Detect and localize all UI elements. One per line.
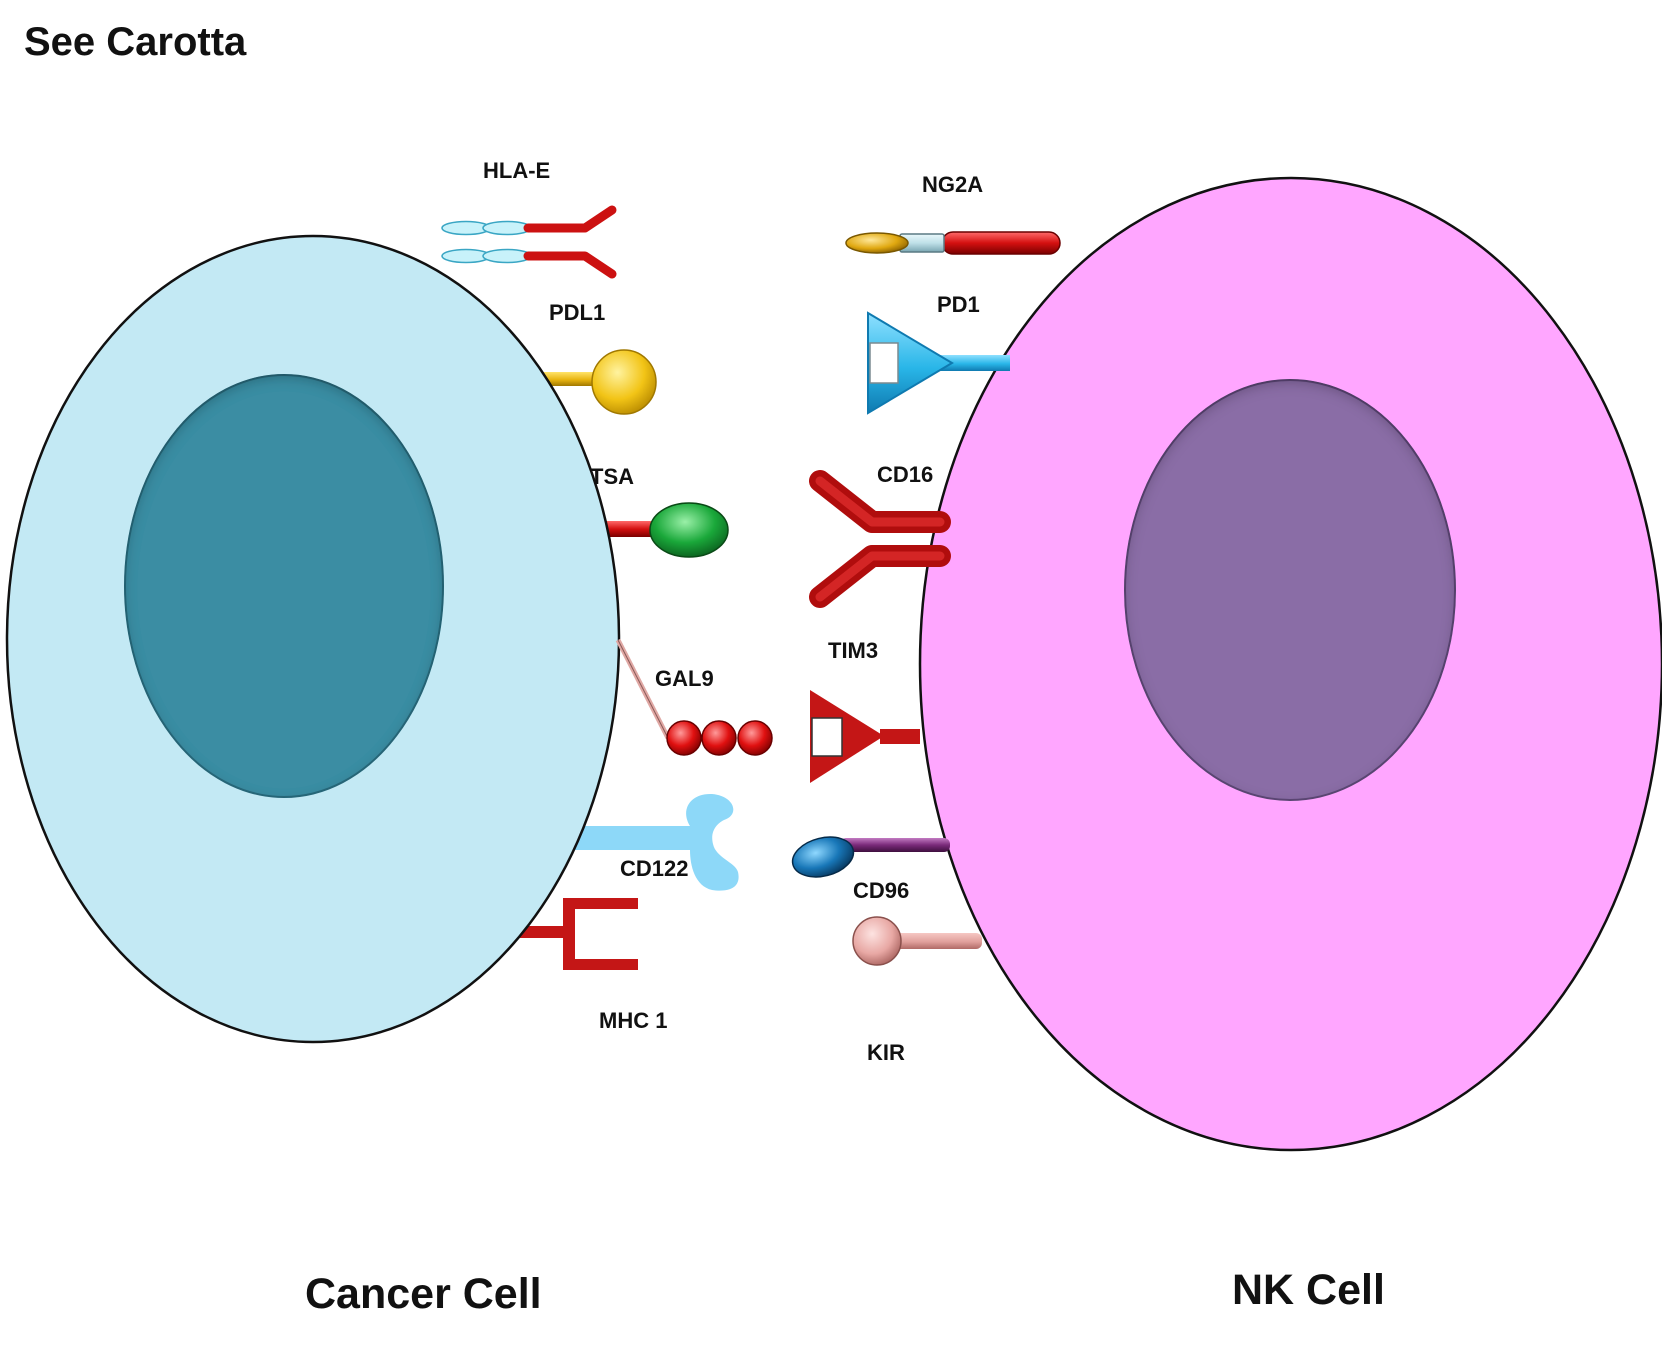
label-ng2a: NG2A — [922, 172, 984, 197]
label-cd16: CD16 — [877, 462, 934, 487]
label-cd96: CD96 — [853, 878, 910, 903]
kir-receptor — [852, 916, 982, 966]
label-mhc1: MHC 1 — [599, 1008, 668, 1033]
cd16-receptor — [809, 470, 951, 608]
pd1-receptor — [867, 311, 1010, 415]
label-cd122: CD122 — [620, 856, 689, 881]
label-pdl1: PDL1 — [549, 300, 606, 325]
cancer-cell — [5, 234, 621, 1044]
label-hla-e: HLA-E — [483, 158, 551, 183]
hla-e-ligand — [441, 205, 617, 279]
label-tsa: TSA — [590, 464, 634, 489]
header-title: See Carotta — [24, 20, 247, 64]
nk-cell — [918, 176, 1662, 1152]
label-pd1: PD1 — [937, 292, 980, 317]
label-gal9: GAL9 — [655, 666, 714, 691]
nk-cell-nucleus — [1124, 379, 1456, 801]
label-nk-cell: NK Cell — [1232, 1266, 1385, 1314]
label-tim3: TIM3 — [828, 638, 879, 663]
cd122-receptor — [565, 793, 739, 891]
tim3-receptor — [810, 690, 920, 783]
cancer-cell-nucleus — [124, 374, 444, 798]
ng2a-receptor — [845, 231, 1061, 255]
mhc1-receptor — [515, 898, 638, 970]
cd96-receptor — [791, 836, 950, 878]
gal9-ligand — [615, 638, 773, 756]
label-cancer-cell: Cancer Cell — [305, 1270, 542, 1318]
label-kir: KIR — [867, 1040, 905, 1065]
